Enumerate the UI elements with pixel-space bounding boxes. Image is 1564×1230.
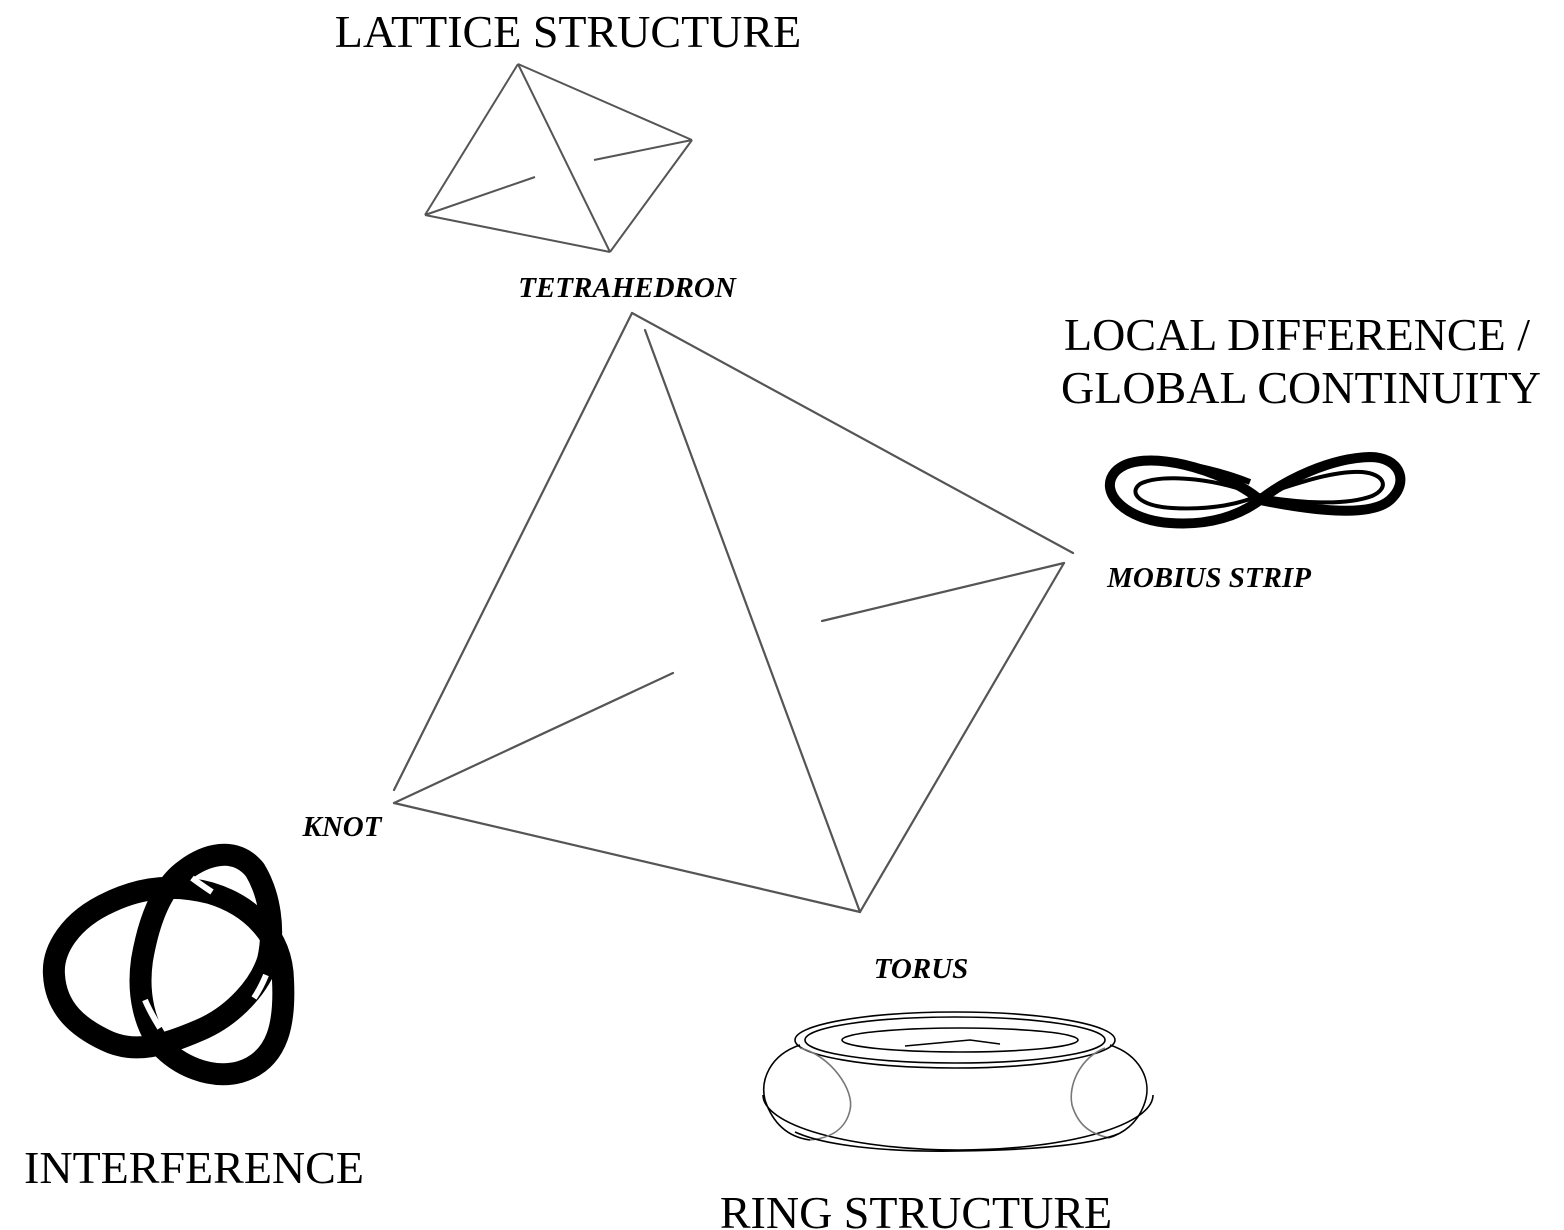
tetra-edge-top-knot — [394, 313, 632, 790]
tetra-hidden-edge-mobius — [822, 563, 1064, 621]
global-continuity-heading: GLOBAL CONTINUITY — [1061, 362, 1541, 413]
tetra-edge-top-mobius — [632, 313, 1073, 553]
small-tetra-hidden-edge — [594, 140, 692, 160]
mobius-outer-band — [1110, 457, 1401, 523]
tetra-edge-knot-torus — [394, 803, 860, 912]
knot-tube — [54, 855, 284, 1074]
small-tetra-hidden-edge — [425, 177, 535, 215]
mobius-strip-icon — [1110, 457, 1401, 523]
small-tetra-edge — [518, 64, 692, 140]
trefoil-knot-icon — [54, 855, 284, 1074]
small-tetrahedron-icon — [425, 64, 692, 252]
small-tetra-edge — [425, 64, 518, 215]
knot-label: KNOT — [302, 811, 383, 843]
torus-icon — [760, 1012, 1160, 1151]
tetra-hidden-edge-knot — [394, 673, 673, 803]
small-tetra-edge — [518, 64, 610, 252]
small-tetra-edge — [610, 140, 692, 252]
interference-heading: INTERFERENCE — [24, 1142, 364, 1193]
local-difference-heading: LOCAL DIFFERENCE / — [1064, 309, 1530, 360]
torus-bottom-edge — [795, 1132, 1118, 1151]
mobius-strip-label: MOBIUS STRIP — [1106, 562, 1311, 594]
small-tetra-edge — [425, 215, 610, 252]
large-tetrahedron — [394, 313, 1073, 912]
tetra-edge-top-torus — [645, 330, 860, 912]
tetra-edge-mobius-torus — [860, 563, 1064, 912]
torus-label: TORUS — [874, 953, 969, 985]
ring-structure-heading: RING STRUCTURE — [720, 1187, 1112, 1230]
tetrahedron-label: TETRAHEDRON — [518, 272, 737, 304]
lattice-structure-heading: LATTICE STRUCTURE — [335, 6, 801, 57]
